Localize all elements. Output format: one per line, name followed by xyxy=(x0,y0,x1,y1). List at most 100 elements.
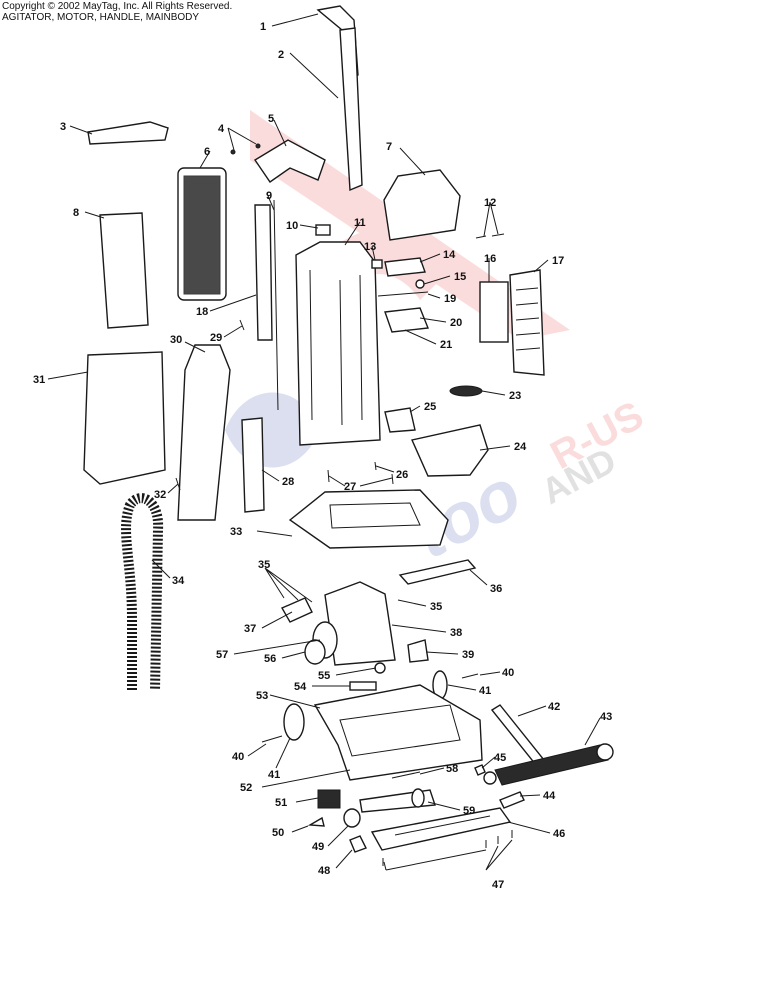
part-bumper xyxy=(398,559,477,585)
callout-23: 23 xyxy=(509,390,521,402)
part-44 xyxy=(499,791,525,809)
part-wheel-49 xyxy=(343,808,361,828)
callout-43: 43 xyxy=(600,711,612,723)
callout-48: 48 xyxy=(318,865,330,877)
part-55 xyxy=(374,662,386,674)
part-handle-tube xyxy=(339,27,363,192)
callout-40a: 40 xyxy=(502,667,514,679)
callout-46: 46 xyxy=(553,828,565,840)
part-screws-12 xyxy=(475,233,505,239)
callout-30: 30 xyxy=(170,334,182,346)
callout-19: 19 xyxy=(444,293,456,305)
callout-24: 24 xyxy=(514,441,527,453)
part-48 xyxy=(349,835,367,853)
callout-11: 11 xyxy=(354,217,366,229)
part-rod xyxy=(273,199,279,411)
callout-58: 58 xyxy=(446,763,458,775)
part-58 xyxy=(391,771,421,779)
part-axle-40a xyxy=(461,673,479,679)
part-pleated-filter xyxy=(177,167,227,301)
part-59-wheel xyxy=(411,788,425,808)
part-pedal-20 xyxy=(384,307,429,333)
part-bar-19 xyxy=(377,291,429,297)
callout-9: 9 xyxy=(266,190,272,202)
callout-8: 8 xyxy=(73,207,79,219)
callout-52: 52 xyxy=(240,782,252,794)
part-filter-block xyxy=(384,407,416,433)
callout-25: 25 xyxy=(424,401,436,413)
callout-44: 44 xyxy=(543,790,556,802)
callout-50: 50 xyxy=(272,827,284,839)
callout-41a: 41 xyxy=(479,685,491,697)
callout-36: 36 xyxy=(490,583,502,595)
callout-15: 15 xyxy=(454,271,466,283)
part-upper-hood xyxy=(383,169,461,241)
callout-numbers: 1 2 3 4 5 6 7 8 9 10 11 12 13 14 15 16 1… xyxy=(33,21,612,891)
part-37 xyxy=(281,597,313,623)
callout-31: 31 xyxy=(33,374,45,386)
part-51 xyxy=(317,789,341,809)
leader-lines xyxy=(47,13,601,871)
callout-39: 39 xyxy=(462,649,474,661)
part-cup-base xyxy=(411,424,489,477)
callout-29: 29 xyxy=(210,332,222,344)
callout-35a: 35 xyxy=(258,559,270,571)
part-hose xyxy=(121,493,164,691)
callout-49: 49 xyxy=(312,841,324,853)
copyright-notice: Copyright © 2002 MayTag, Inc. All Rights… xyxy=(2,1,233,12)
part-clip-10 xyxy=(315,224,331,236)
part-handle-bracket xyxy=(254,139,326,183)
callout-13: 13 xyxy=(364,241,376,253)
part-bottom-plate xyxy=(370,807,512,851)
part-50 xyxy=(307,816,325,827)
callout-35b: 35 xyxy=(430,601,442,613)
callout-51: 51 xyxy=(275,797,287,809)
part-hose-channel xyxy=(177,344,231,521)
callout-1: 1 xyxy=(260,21,266,33)
callout-53: 53 xyxy=(256,690,268,702)
diagram-subtitle: AGITATOR, MOTOR, HANDLE, MAINBODY xyxy=(2,12,200,23)
part-belt xyxy=(449,385,483,397)
callout-57: 57 xyxy=(216,649,228,661)
part-switch-14 xyxy=(384,257,426,277)
callout-56: 56 xyxy=(264,653,276,665)
part-motor xyxy=(312,581,396,666)
part-15 xyxy=(415,279,425,289)
part-filter-door xyxy=(99,212,149,329)
callout-17: 17 xyxy=(552,255,564,267)
part-side-strip xyxy=(241,417,265,513)
part-54 xyxy=(349,681,377,691)
callout-12: 12 xyxy=(484,197,496,209)
part-ring-56 xyxy=(304,639,326,665)
callout-34: 34 xyxy=(172,575,185,587)
callout-55: 55 xyxy=(318,670,330,682)
part-cord-hook xyxy=(87,121,169,145)
callout-38: 38 xyxy=(450,627,462,639)
callout-14: 14 xyxy=(443,249,456,261)
part-dirt-cup xyxy=(83,351,166,485)
callout-54: 54 xyxy=(294,681,307,693)
part-mainbody xyxy=(295,241,381,446)
part-cover-strip xyxy=(254,204,273,341)
part-wheel-41b xyxy=(283,703,305,741)
callout-45: 45 xyxy=(494,752,506,764)
callout-5: 5 xyxy=(268,113,274,125)
callout-59: 59 xyxy=(463,805,475,817)
part-brushroll xyxy=(483,743,614,786)
callout-3: 3 xyxy=(60,121,66,133)
part-screws-4 xyxy=(230,143,261,155)
callout-33: 33 xyxy=(230,526,242,538)
callout-18: 18 xyxy=(196,306,208,318)
callout-4: 4 xyxy=(218,123,225,135)
callout-28: 28 xyxy=(282,476,294,488)
callout-6: 6 xyxy=(204,146,210,158)
callout-41b: 41 xyxy=(268,769,280,781)
callout-27: 27 xyxy=(344,481,356,493)
callout-26: 26 xyxy=(396,469,408,481)
callout-16: 16 xyxy=(484,253,496,265)
part-39 xyxy=(407,639,429,663)
part-screws-47 xyxy=(382,830,513,866)
callout-32: 32 xyxy=(154,489,166,501)
callout-7: 7 xyxy=(386,141,392,153)
